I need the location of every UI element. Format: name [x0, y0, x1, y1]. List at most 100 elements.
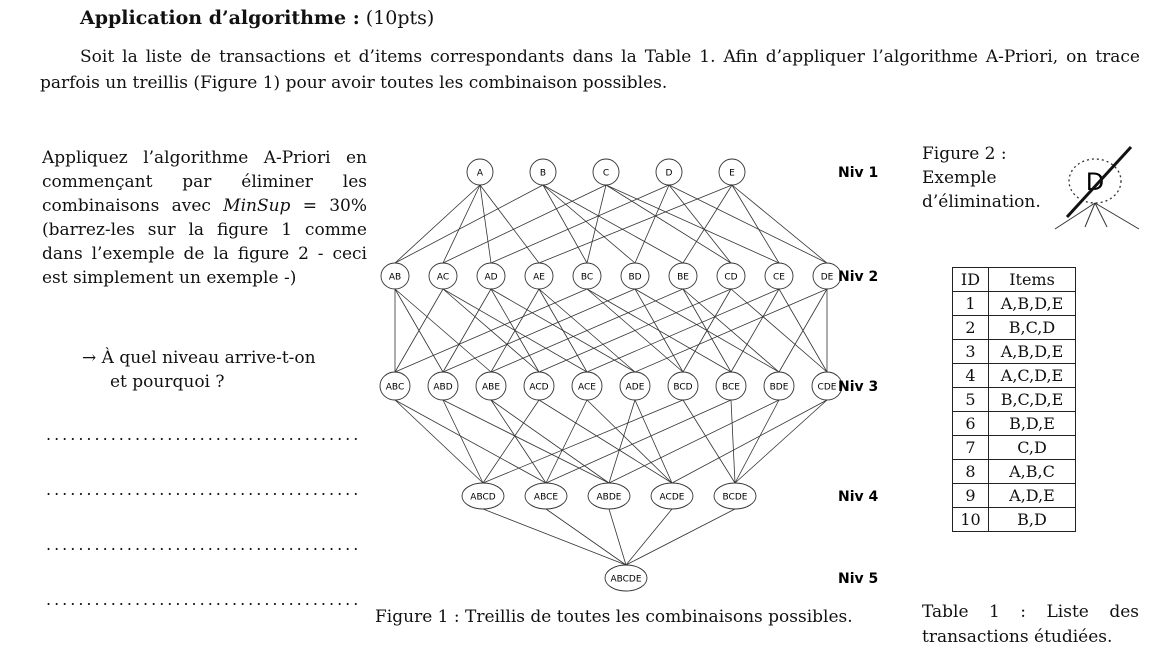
node-label: E: [729, 169, 735, 179]
lattice-node: CD: [716, 262, 746, 290]
transaction-id-cell: 9: [952, 483, 989, 508]
lattice-edge: [542, 184, 588, 264]
node-label: AD: [484, 273, 497, 283]
lattice-node: ABC: [379, 371, 411, 401]
node-ellipse: [811, 371, 843, 401]
node-ellipse: [466, 158, 494, 186]
transaction-id-cell: 7: [952, 435, 989, 460]
lattice-node: CE: [764, 262, 794, 290]
id-column-header: ID: [952, 267, 989, 292]
lattice-edge: [545, 508, 627, 566]
node-ellipse: [713, 482, 757, 510]
lattice-node: AD: [476, 262, 506, 290]
lattice-edge: [731, 184, 780, 264]
lattice-edge: [490, 184, 670, 264]
crossed-node-ellipse: [1068, 158, 1122, 204]
node-ellipse: [718, 158, 746, 186]
level-label: Niv 1: [838, 165, 878, 181]
lattice-node: ABCD: [461, 482, 505, 510]
lattice-edge: [671, 399, 828, 484]
node-ellipse: [476, 262, 506, 290]
lattice-edge: [730, 288, 780, 373]
lattice-node: BCD: [667, 371, 699, 401]
transaction-items-cell: A,B,C: [988, 459, 1076, 484]
lattice-node: C: [592, 158, 620, 186]
node-ellipse: [592, 158, 620, 186]
lattice-edge: [490, 288, 684, 373]
lattice-edge: [730, 399, 736, 484]
lattice-edge: [734, 399, 828, 484]
node-label: CE: [773, 273, 785, 283]
lattice-node: ABCDE: [604, 564, 648, 592]
node-label: ACDE: [660, 493, 685, 503]
transaction-id-cell: 8: [952, 459, 989, 484]
level-label: Niv 2: [838, 269, 878, 285]
lattice-edge: [605, 184, 780, 264]
lattice-node: ABE: [475, 371, 507, 401]
lattice-edge: [634, 399, 673, 484]
question-line2: et pourquoi ?: [110, 372, 225, 392]
lattice-edge: [682, 288, 732, 373]
lattice-node: CDE: [811, 371, 843, 401]
level-label: Niv 3: [838, 379, 878, 395]
lattice-edge: [538, 288, 588, 373]
transaction-id-cell: 1: [952, 291, 989, 316]
lattice-edge: [490, 288, 540, 373]
node-label: BD: [628, 273, 641, 283]
lattice-edge: [442, 399, 484, 484]
lattice-edge: [634, 288, 828, 373]
lattice-edge: [730, 288, 828, 373]
instructions-part2: (barrez-les sur la figure 1 comme dans l…: [42, 220, 367, 288]
answer-line: ........................................…: [46, 590, 362, 609]
transaction-id-cell: 5: [952, 387, 989, 412]
lattice-edge: [394, 399, 547, 484]
node-label: ACD: [529, 383, 548, 393]
lattice-edge: [490, 399, 610, 484]
node-label: A: [477, 169, 484, 179]
lattice-node: AE: [524, 262, 554, 290]
node-label: BE: [677, 273, 689, 283]
lattice-node: ACE: [571, 371, 603, 401]
node-label: D: [666, 169, 673, 179]
node-ellipse: [380, 262, 410, 290]
lattice-node: BE: [668, 262, 698, 290]
lattice-edge: [625, 508, 736, 566]
lattice-edge: [442, 184, 607, 264]
question-line1: À quel niveau arrive-t-on: [101, 348, 316, 368]
edge-stub: [1084, 202, 1096, 228]
lattice-edge: [634, 288, 684, 373]
node-label: ABDE: [597, 493, 622, 503]
node-ellipse: [461, 482, 505, 510]
lattice-node: ABD: [427, 371, 459, 401]
node-ellipse: [650, 482, 694, 510]
figure1-caption: Figure 1 : Treillis de toutes les combin…: [375, 607, 853, 627]
lattice-edge: [586, 399, 673, 484]
intro-paragraph: Soit la liste de transactions et d’items…: [40, 47, 1140, 93]
node-ellipse: [524, 262, 554, 290]
node-ellipse: [524, 482, 568, 510]
lattice-node: AB: [380, 262, 410, 290]
node-ellipse: [668, 262, 698, 290]
node-ellipse: [571, 371, 603, 401]
lattice-node: BDE: [763, 371, 795, 401]
node-ellipse: [529, 158, 557, 186]
lattice-edge: [442, 288, 492, 373]
lattice-edge: [538, 399, 673, 484]
transaction-items-cell: A,B,D,E: [988, 339, 1076, 364]
items-column-header: Items: [988, 267, 1076, 292]
lattice-node: D: [655, 158, 683, 186]
section-heading: Application d’algorithme : (10pts): [80, 7, 434, 29]
transaction-items-cell: A,D,E: [988, 483, 1076, 508]
edge-stub: [1054, 202, 1096, 230]
transaction-id-cell: 10: [952, 507, 989, 532]
transaction-id-cell: 6: [952, 411, 989, 436]
transaction-id-cell: 3: [952, 339, 989, 364]
node-label: ABCDE: [610, 575, 641, 585]
